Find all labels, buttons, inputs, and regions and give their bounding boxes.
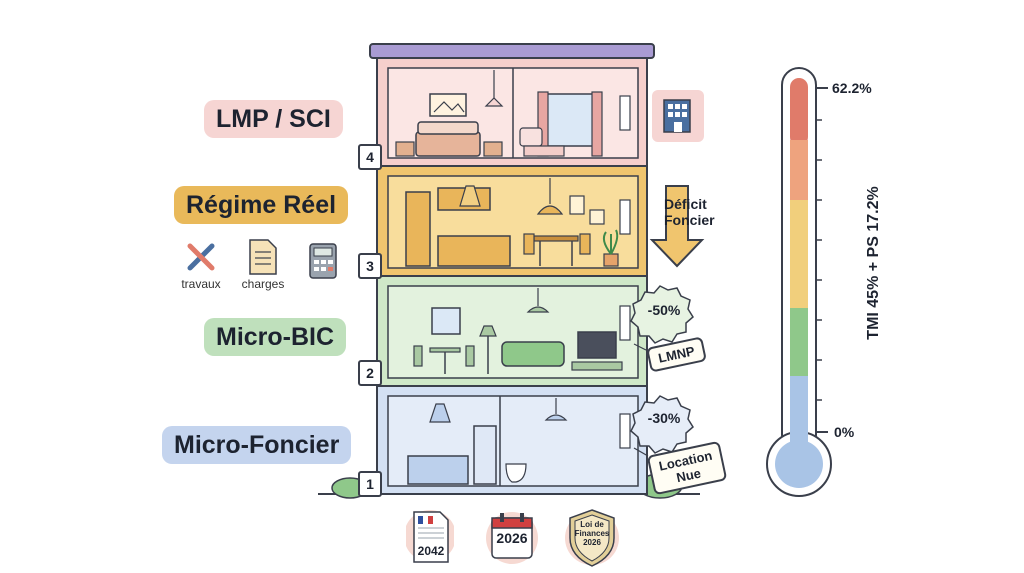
micro-foncier-rate: -30% [647,410,681,426]
deficit-foncier-label: Déficit Foncier [664,196,734,228]
tv-icon [577,331,617,359]
shield-icon [564,506,620,568]
wrench-screwdriver-icon [184,240,218,279]
floor-4 [376,57,648,167]
calendar-icon [484,508,540,564]
picture-frame-icon [429,93,467,117]
thermo-segment-yellow [790,200,808,310]
regime-micro-foncier-label: Micro-Foncier [162,426,352,464]
micro-bic-rate: -50% [647,302,681,318]
window-icon [431,307,461,335]
plant-icon [603,253,619,267]
document-icon [246,238,278,281]
kitchen-cabinet-icon [405,191,431,267]
floor-1 [376,385,648,495]
dining-table-icon [533,235,579,242]
floor-number-3: 3 [358,253,382,279]
roof [369,43,655,59]
tmi-thermometer [766,67,832,497]
deficit-line-1: Déficit [664,196,707,212]
thermo-segment-red [790,78,808,146]
expense-charges-label: charges [241,277,285,291]
toilet-icon [505,463,527,483]
regime-micro-bic-label: Micro-BIC [204,318,347,356]
deficit-line-2: Foncier [664,212,715,228]
floor-number-1: 1 [358,471,382,497]
tax-form-2042-icon [404,508,456,564]
thermo-segment-blue [790,376,808,456]
thermo-segment-orange [790,140,808,202]
pendant-lamp-icon [536,205,564,215]
rate-badge-micro-foncier [630,395,694,454]
calendar-year: 2026 [496,530,528,546]
office-building-icon [652,90,704,142]
sofa-icon [501,341,565,367]
fridge-icon [473,425,497,485]
window-icon [545,93,595,147]
range-hood-icon [429,403,451,423]
ceiling-lamp-icon [484,97,504,107]
deficit-arrow-icon [649,185,705,268]
tax-form-number: 2042 [417,544,445,558]
thermo-axis-label: TMI 45% + PS 17.2% [865,186,882,340]
thermo-bottom-label: 0% [834,424,855,440]
law-line-1: Loi de [580,520,604,529]
floor-number-4: 4 [358,144,382,170]
expense-works-label: travaux [181,277,221,291]
regime-reel-label: Régime Réel [174,186,349,224]
law-line-2: Finances [574,529,610,538]
kitchen-counter-icon [407,455,469,485]
bed-icon [415,131,481,157]
thermo-segment-green [790,308,808,378]
armchair-icon [519,127,543,147]
rate-badge-micro-bic [630,285,694,344]
calculator-icon [308,242,338,285]
law-shield-text: Loi de Finances 2026 [566,520,618,547]
floor-3 [376,165,648,277]
floor-2 [376,275,648,387]
law-line-3: 2026 [583,538,601,547]
range-hood-icon [459,185,481,207]
regime-lmp-sci-label: LMP / SCI [204,100,343,138]
thermo-top-label: 62.2% [832,80,872,96]
floor-number-2: 2 [358,360,382,386]
thermo-bulb [775,440,823,488]
floor-lamp-icon [479,325,497,337]
